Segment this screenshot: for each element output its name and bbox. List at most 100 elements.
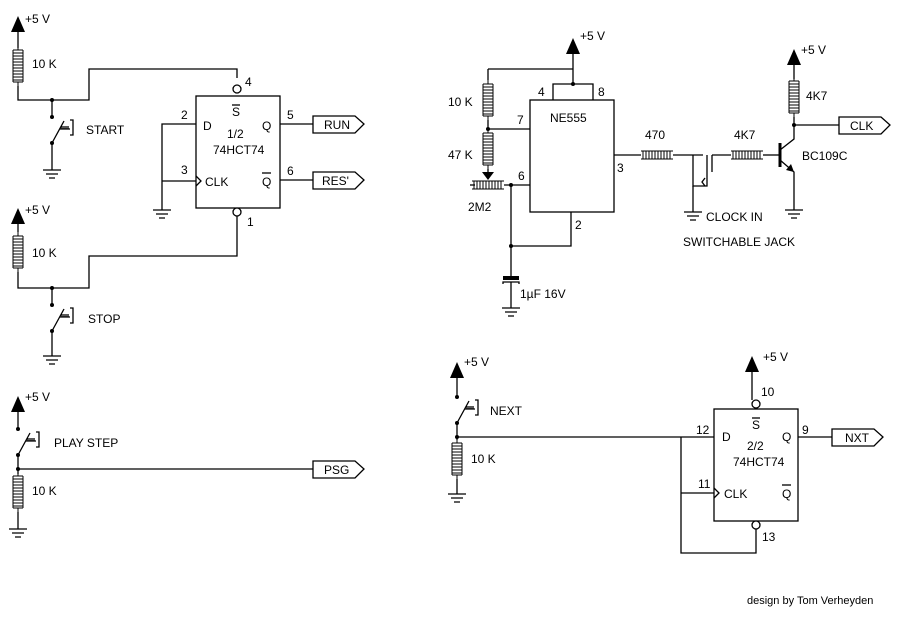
pin-label: 4: [245, 75, 252, 89]
ground-icon: [42, 355, 62, 365]
flipflop-1: 4 S D 1/2 74HCT74 Q Q CLK 2 3 5 6 RUN RE…: [152, 75, 365, 229]
clk-output-tag: [838, 116, 891, 135]
ground-icon: [784, 209, 804, 219]
set-label: S: [232, 105, 240, 119]
part-label: 2/2: [747, 439, 764, 453]
chip-label: 74HCT74: [213, 143, 265, 157]
r1-label: 10 K: [448, 95, 473, 109]
play-step-resistor-label: 10 K: [32, 484, 57, 498]
capacitor-icon: [503, 276, 519, 280]
play-step-circuit: +5 V PLAY STEP 10 K PSG: [8, 390, 365, 538]
r-coll-label: 4K7: [806, 89, 828, 103]
q-label: Q: [262, 119, 271, 133]
d-label: D: [203, 119, 212, 133]
pin-label: 13: [762, 530, 776, 544]
part-label: 1/2: [227, 127, 244, 141]
jack-icon: [692, 155, 713, 187]
stop-switch-label: STOP: [88, 312, 120, 326]
resistor-icon: [730, 150, 764, 160]
pin-label: 4: [538, 85, 545, 99]
clk-label: CLK: [205, 175, 228, 189]
start-resistor-label: 10 K: [32, 57, 57, 71]
r-out-label: 470: [645, 128, 665, 142]
stop-switch-icon[interactable]: [49, 302, 74, 334]
play-step-switch-label: PLAY STEP: [54, 436, 118, 450]
resistor-icon: [788, 76, 800, 118]
potentiometer-icon: [471, 180, 505, 190]
pin-label: 10: [761, 385, 775, 399]
psg-output-label: PSG: [324, 463, 349, 477]
pin-label: 11: [698, 477, 711, 491]
pin-label: 7: [517, 113, 524, 127]
qbar-label: Q: [782, 487, 791, 501]
pin-label: 6: [287, 164, 294, 178]
next-switch-icon[interactable]: [454, 394, 479, 426]
resistor-icon: [640, 150, 674, 160]
vcc-icon: [11, 208, 25, 224]
timer-chip-label: NE555: [550, 111, 587, 125]
vcc-icon: [11, 396, 25, 412]
pin-label: 2: [181, 108, 188, 122]
nxt-output-tag: [831, 428, 884, 447]
pin-label: 5: [287, 108, 294, 122]
vcc-icon: [11, 16, 25, 32]
ground-icon: [42, 169, 62, 179]
run-output-tag: [312, 115, 365, 134]
psg-output-tag: [312, 460, 365, 479]
clk-output-label: CLK: [850, 119, 873, 133]
supply-label: +5 V: [763, 350, 788, 364]
pin-label: 8: [598, 85, 605, 99]
start-switch-icon[interactable]: [49, 114, 74, 146]
res-output-tag: [312, 171, 365, 190]
vcc-icon: [566, 38, 580, 54]
resistor-icon: [482, 128, 494, 170]
pin-label: 2: [575, 218, 582, 232]
pin-label: 12: [696, 423, 710, 437]
jack-label-1: CLOCK IN: [706, 210, 763, 224]
r2-label: 47 K: [448, 148, 473, 162]
transistor-label: BC109C: [802, 149, 848, 163]
set-label: S: [752, 418, 760, 432]
pin-label: 9: [802, 423, 809, 437]
jack-label-2: SWITCHABLE JACK: [683, 235, 795, 249]
qbar-label: Q: [262, 175, 271, 189]
resistor-icon: [12, 45, 24, 87]
pin-label: 1: [247, 215, 254, 229]
ground-icon: [683, 211, 703, 221]
flipflop-2: +5 V 10 S D 2/2 74HCT74 Q Q CLK 12 11 13…: [680, 350, 884, 554]
supply-label: +5 V: [25, 203, 50, 217]
timer-circuit: +5 V 4 8 NE555 10 K 7 47 K 6 2M2 2 1µF 1: [448, 29, 891, 317]
vcc-icon: [450, 362, 464, 378]
resistor-icon: [12, 231, 24, 273]
q-label: Q: [782, 430, 791, 444]
chip-label: 74HCT74: [733, 455, 785, 469]
supply-label: +5 V: [25, 390, 50, 404]
transistor-icon: [778, 125, 795, 210]
pot-label: 2M2: [468, 200, 492, 214]
play-step-switch-icon[interactable]: [15, 426, 40, 458]
run-output-label: RUN: [324, 118, 350, 132]
resistor-icon: [12, 471, 24, 513]
ground-icon: [152, 209, 172, 219]
resistor-icon: [482, 79, 494, 121]
pin-label: 6: [518, 169, 525, 183]
clk-label: CLK: [724, 487, 747, 501]
resistor-icon: [451, 438, 463, 480]
nxt-output-label: NXT: [845, 431, 870, 445]
next-circuit: +5 V NEXT 10 K: [447, 355, 714, 503]
supply-label: +5 V: [580, 29, 605, 43]
supply-label: +5 V: [25, 12, 50, 26]
supply-label: +5 V: [464, 355, 489, 369]
next-resistor-label: 10 K: [471, 452, 496, 466]
next-switch-label: NEXT: [490, 404, 523, 418]
stop-circuit: +5 V 10 K STOP: [11, 203, 238, 365]
wiper-arrow-icon: [482, 172, 494, 180]
pin-label: 3: [181, 163, 188, 177]
res-output-label: RES': [322, 174, 349, 188]
pin-label: 3: [617, 161, 624, 175]
ground-icon: [447, 493, 467, 503]
r-base-label: 4K7: [734, 128, 756, 142]
start-circuit: +5 V 10 K START: [11, 12, 238, 179]
stop-resistor-label: 10 K: [32, 246, 57, 260]
